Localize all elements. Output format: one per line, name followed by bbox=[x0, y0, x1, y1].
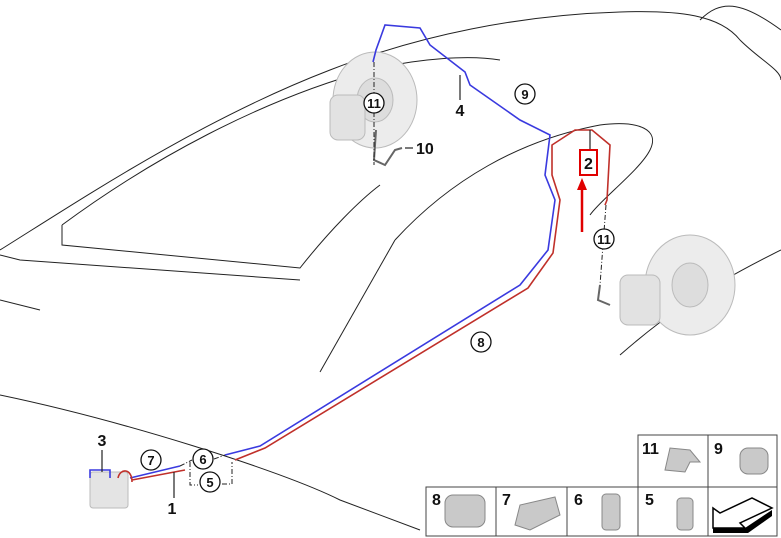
front-brake-hose bbox=[372, 129, 403, 167]
svg-text:3: 3 bbox=[98, 433, 107, 450]
legend-part-11: 11 bbox=[642, 441, 702, 473]
callout-6[interactable]: 6 bbox=[192, 448, 214, 470]
legend-part-7: 7 bbox=[502, 492, 561, 531]
rear-brake-assembly bbox=[619, 234, 736, 336]
svg-text:10: 10 bbox=[416, 141, 434, 158]
callout-11-front[interactable]: 11 bbox=[363, 92, 385, 114]
svg-text:7: 7 bbox=[502, 492, 511, 509]
svg-text:9: 9 bbox=[521, 87, 528, 102]
callout-3[interactable]: 3 bbox=[98, 433, 107, 450]
legend-part-8: 8 bbox=[432, 492, 486, 528]
abs-unit bbox=[89, 471, 129, 509]
svg-text:2: 2 bbox=[584, 156, 593, 173]
callout-7[interactable]: 7 bbox=[140, 449, 162, 471]
svg-text:6: 6 bbox=[574, 492, 583, 509]
direction-arrow-icon bbox=[712, 497, 774, 533]
svg-text:11: 11 bbox=[597, 232, 611, 247]
svg-text:4: 4 bbox=[456, 103, 465, 120]
callout-1[interactable]: 1 bbox=[168, 501, 177, 518]
callout-9[interactable]: 9 bbox=[514, 83, 536, 105]
callout-8[interactable]: 8 bbox=[470, 331, 492, 353]
svg-text:5: 5 bbox=[645, 492, 654, 509]
svg-text:8: 8 bbox=[432, 492, 441, 509]
legend-part-6: 6 bbox=[574, 492, 621, 531]
legend-part-9: 9 bbox=[714, 441, 769, 475]
callout-5[interactable]: 5 bbox=[199, 471, 221, 493]
svg-text:8: 8 bbox=[477, 335, 484, 350]
callout-2-highlighted[interactable]: 2 bbox=[579, 149, 598, 176]
callout-4[interactable]: 4 bbox=[456, 103, 465, 120]
rear-brake-line bbox=[117, 129, 611, 483]
callout-10[interactable]: 10 bbox=[416, 141, 434, 158]
highlight-arrow-head bbox=[577, 178, 587, 190]
svg-text:1: 1 bbox=[168, 501, 177, 518]
svg-text:11: 11 bbox=[367, 96, 381, 111]
parts-legend: 11 9 8 7 6 5 bbox=[425, 434, 778, 537]
svg-text:7: 7 bbox=[147, 453, 154, 468]
front-brake-line bbox=[89, 24, 556, 479]
svg-text:5: 5 bbox=[206, 475, 213, 490]
svg-text:11: 11 bbox=[642, 441, 659, 458]
car-outline bbox=[0, 5, 781, 531]
legend-part-5: 5 bbox=[645, 492, 694, 531]
svg-text:9: 9 bbox=[714, 441, 723, 458]
rear-brake-hose bbox=[596, 284, 611, 306]
callout-11-rear[interactable]: 11 bbox=[593, 228, 615, 250]
svg-text:6: 6 bbox=[199, 452, 206, 467]
